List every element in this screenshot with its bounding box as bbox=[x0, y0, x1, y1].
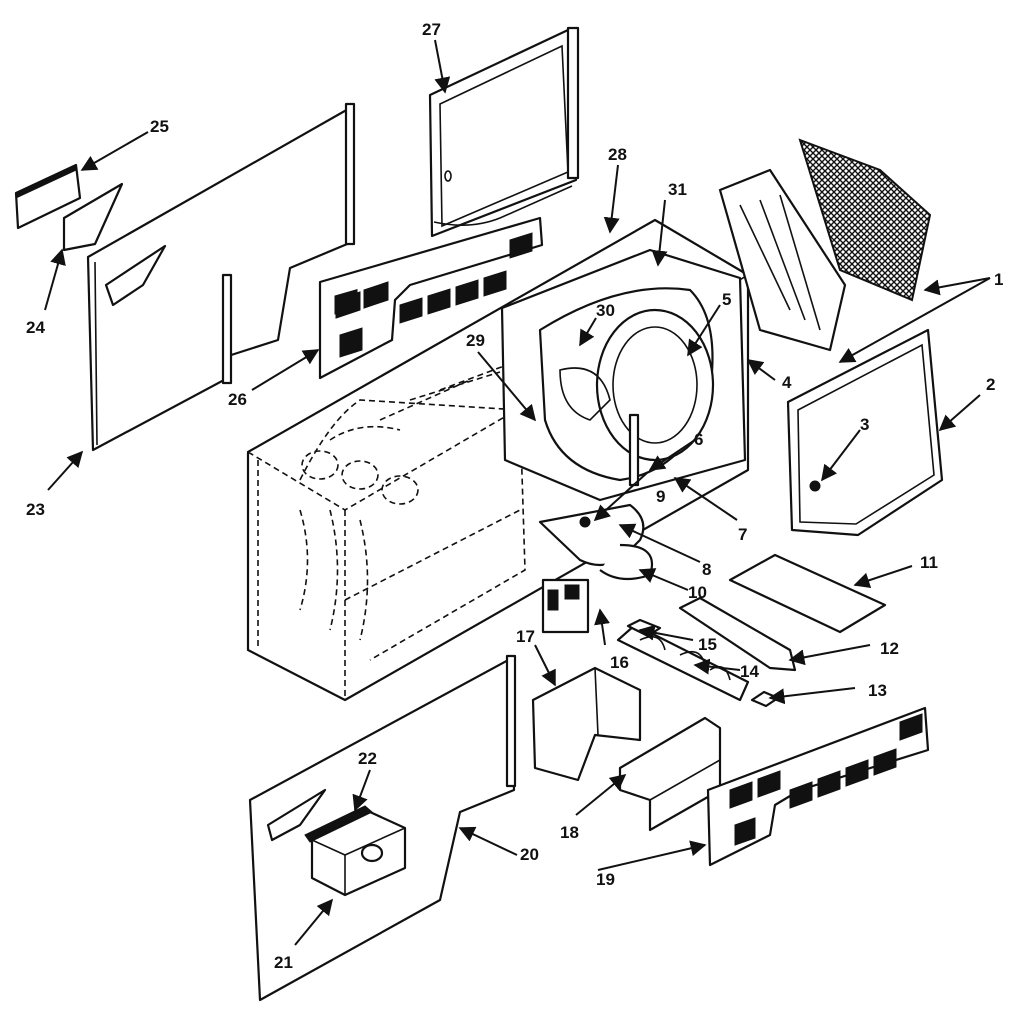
callout-17: 17 bbox=[516, 627, 535, 646]
callout-labels: 1 2 3 4 5 6 7 8 9 10 11 12 13 14 15 16 1… bbox=[26, 20, 1003, 972]
callout-4: 4 bbox=[782, 373, 792, 392]
callout-3: 3 bbox=[860, 415, 869, 434]
callout-20: 20 bbox=[520, 845, 539, 864]
part-25-plate bbox=[14, 163, 82, 230]
callout-13: 13 bbox=[868, 681, 887, 700]
callout-27: 27 bbox=[422, 20, 441, 39]
part-2-door bbox=[786, 328, 944, 537]
callout-22: 22 bbox=[358, 749, 377, 768]
callout-1: 1 bbox=[994, 270, 1003, 289]
gas-valve-assembly bbox=[538, 503, 653, 634]
callout-9: 9 bbox=[656, 487, 665, 506]
part-24-insulation bbox=[62, 182, 124, 252]
part-23-side-panel bbox=[86, 102, 356, 452]
callout-19: 19 bbox=[596, 870, 615, 889]
part-17-box bbox=[531, 666, 642, 782]
callout-31: 31 bbox=[668, 180, 687, 199]
callout-15: 15 bbox=[698, 635, 717, 654]
callout-24: 24 bbox=[26, 318, 45, 337]
callout-14: 14 bbox=[740, 662, 759, 681]
callout-8: 8 bbox=[702, 560, 711, 579]
callout-23: 23 bbox=[26, 500, 45, 519]
part-27-access-door bbox=[428, 26, 580, 238]
leader-lines bbox=[44, 39, 991, 946]
part-26-louver-panel bbox=[318, 216, 544, 380]
part-19-louver-panel bbox=[706, 706, 930, 867]
callout-10: 10 bbox=[688, 583, 707, 602]
callout-25: 25 bbox=[150, 117, 169, 136]
part-21-junction-box bbox=[304, 805, 407, 897]
callout-30: 30 bbox=[596, 301, 615, 320]
callout-2: 2 bbox=[986, 375, 995, 394]
callout-11: 11 bbox=[920, 553, 938, 572]
part-13-clip bbox=[750, 690, 780, 708]
part-22-gasket bbox=[304, 805, 373, 843]
part-11-tray bbox=[728, 553, 887, 634]
callout-16: 16 bbox=[610, 653, 629, 672]
callout-29: 29 bbox=[466, 331, 485, 350]
callout-21: 21 bbox=[274, 953, 293, 972]
part-3-knob bbox=[809, 480, 821, 492]
callout-18: 18 bbox=[560, 823, 579, 842]
callout-6: 6 bbox=[694, 430, 703, 449]
callout-12: 12 bbox=[880, 639, 899, 658]
part-1-filters bbox=[718, 138, 932, 352]
callout-7: 7 bbox=[738, 525, 747, 544]
part-18-cover bbox=[618, 716, 722, 832]
callout-5: 5 bbox=[722, 290, 731, 309]
callout-28: 28 bbox=[608, 145, 627, 164]
callout-26: 26 bbox=[228, 390, 247, 409]
